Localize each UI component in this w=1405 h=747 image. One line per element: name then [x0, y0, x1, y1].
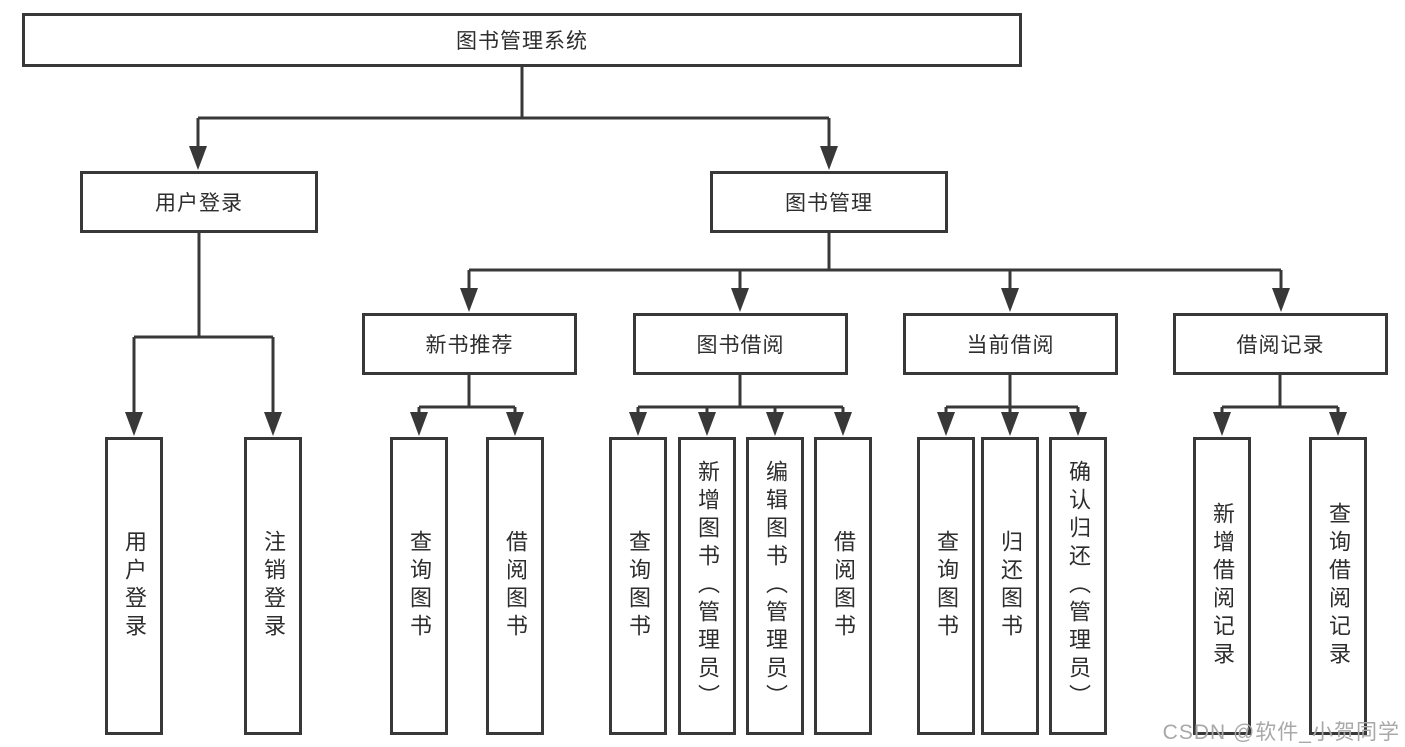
arrow-icon — [189, 146, 207, 170]
arrow-icon — [1272, 288, 1290, 312]
arrow-icon — [629, 412, 647, 436]
leaf-borrow-books-borrowing: 借阅图书 — [814, 437, 872, 735]
arrow-icon — [1001, 288, 1019, 312]
leaf-add-borrow-record: 新增借阅记录 — [1193, 437, 1251, 735]
leaf-query-borrow-record: 查询借阅记录 — [1309, 437, 1367, 735]
arrow-icon — [1213, 412, 1231, 436]
arrow-icon — [698, 412, 716, 436]
node-user-login: 用户登录 — [80, 171, 318, 233]
node-current-borrowing: 当前借阅 — [903, 313, 1118, 375]
node-book-management: 图书管理 — [710, 171, 948, 233]
node-root: 图书管理系统 — [22, 13, 1022, 67]
arrow-icon — [820, 146, 838, 170]
node-new-book-recommend: 新书推荐 — [362, 313, 577, 375]
leaf-user-login: 用户登录 — [105, 437, 163, 735]
arrow-icon — [410, 412, 428, 436]
arrowheads — [125, 146, 1347, 436]
arrow-icon — [506, 412, 524, 436]
arrow-icon — [937, 412, 955, 436]
arrow-icon — [125, 412, 143, 436]
arrow-icon — [1329, 412, 1347, 436]
leaf-query-books-current: 查询图书 — [917, 437, 975, 735]
leaf-add-books-admin: 新增图书（管理员） — [678, 437, 736, 735]
node-book-borrowing: 图书借阅 — [633, 313, 848, 375]
tree-edges — [132, 67, 1340, 414]
leaf-query-books-borrowing: 查询图书 — [609, 437, 667, 735]
leaf-logout: 注销登录 — [244, 437, 302, 735]
leaf-edit-books-admin: 编辑图书（管理员） — [746, 437, 804, 735]
leaf-confirm-return-admin: 确认归还（管理员） — [1049, 437, 1107, 735]
arrow-icon — [1001, 412, 1019, 436]
leaf-borrow-books-recommend: 借阅图书 — [486, 437, 544, 735]
arrow-icon — [766, 412, 784, 436]
leaf-query-books-recommend: 查询图书 — [390, 437, 448, 735]
csdn-watermark: CSDN @软件_小贺同学 — [1162, 721, 1400, 744]
node-borrowing-records: 借阅记录 — [1173, 313, 1388, 375]
leaf-return-books: 归还图书 — [981, 437, 1039, 735]
arrow-icon — [460, 288, 478, 312]
arrow-icon — [1069, 412, 1087, 436]
arrow-icon — [731, 288, 749, 312]
arrow-icon — [264, 412, 282, 436]
arrow-icon — [834, 412, 852, 436]
